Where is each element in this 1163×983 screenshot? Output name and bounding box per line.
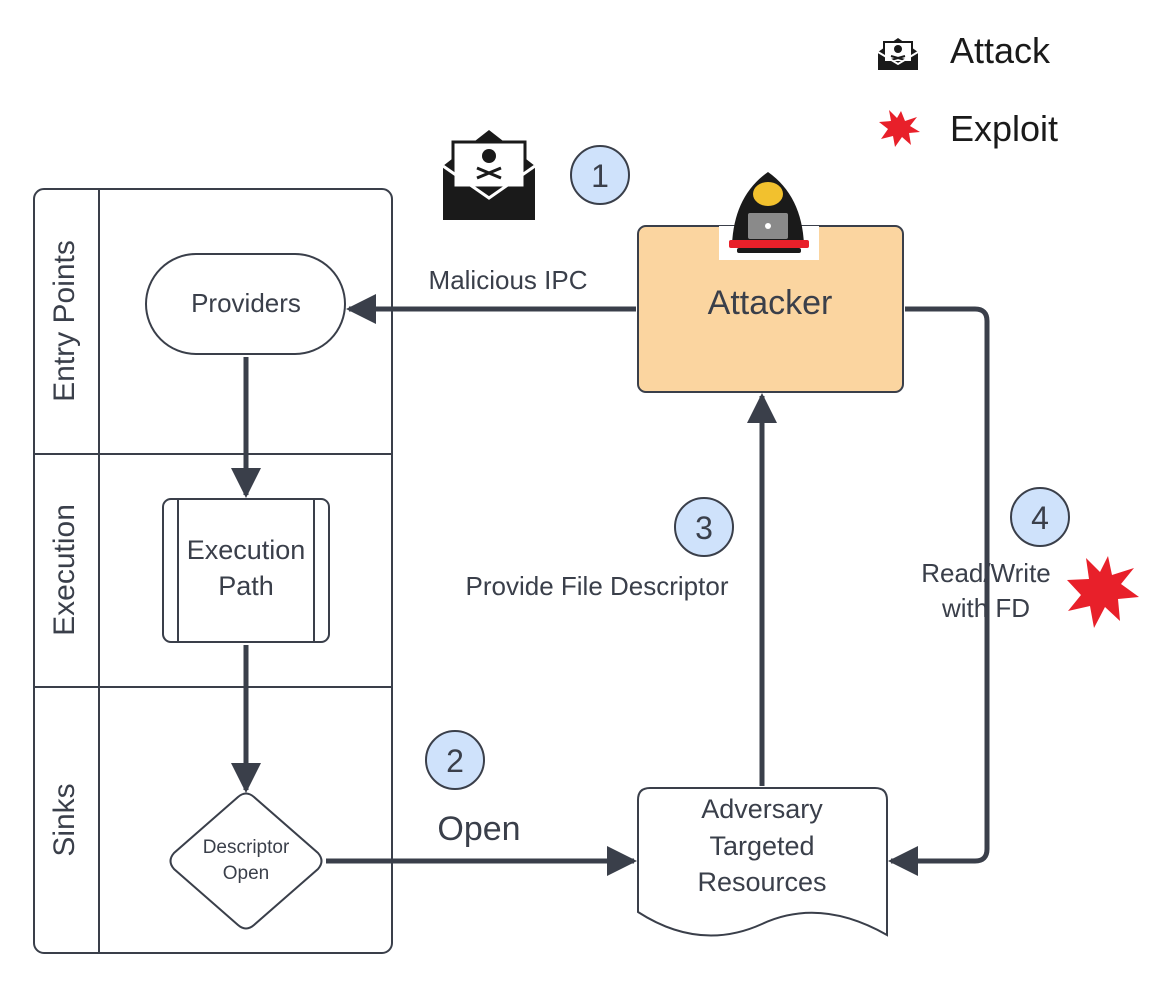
attack-legend-icon — [877, 38, 919, 70]
attack-legend-label: Attack — [950, 30, 1051, 71]
malicious-envelope-icon — [442, 130, 536, 220]
malicious-ipc-label: Malicious IPC — [429, 265, 588, 295]
svg-text:3: 3 — [695, 510, 713, 546]
resources-label-line3: Resources — [697, 867, 826, 897]
svg-text:1: 1 — [591, 158, 609, 194]
exploit-legend-label: Exploit — [950, 108, 1058, 149]
descriptor-open-label-line2: Open — [223, 863, 269, 884]
step-badge-2: 2 — [425, 730, 485, 790]
edge-read-write — [888, 306, 990, 876]
step-badge-3: 3 — [674, 497, 734, 557]
read-write-label-line2: with FD — [941, 593, 1030, 623]
step-badge-1: 1 — [570, 145, 630, 205]
lane-label-entry-points: Entry Points — [48, 240, 81, 402]
provide-fd-label: Provide File Descriptor — [466, 571, 729, 601]
exploit-starburst-icon — [1067, 556, 1139, 628]
legend: Attack Exploit — [877, 30, 1058, 149]
resources-label-line2: Targeted — [709, 831, 814, 861]
lane-label-sinks: Sinks — [48, 783, 81, 856]
svg-text:4: 4 — [1031, 500, 1049, 536]
exploit-legend-icon — [879, 110, 920, 147]
hacker-icon — [729, 172, 809, 253]
execution-path-node: Execution Path — [162, 498, 330, 643]
execution-path-label-line1: Execution — [187, 535, 306, 565]
svg-text:2: 2 — [446, 743, 464, 779]
open-label: Open — [437, 810, 520, 848]
read-write-label-line1: Read/Write — [921, 558, 1051, 588]
execution-path-label-line2: Path — [218, 571, 274, 601]
attacker-label: Attacker — [708, 284, 833, 322]
step-badge-4: 4 — [1010, 487, 1070, 547]
connectors — [231, 294, 990, 876]
resources-label-line1: Adversary — [701, 794, 823, 824]
descriptor-open-node: Descriptor Open — [169, 792, 323, 930]
providers-label: Providers — [191, 288, 301, 318]
descriptor-open-label-line1: Descriptor — [203, 837, 290, 858]
providers-node: Providers — [145, 253, 346, 355]
resources-node: Adversary Targeted Resources — [637, 787, 888, 937]
lane-label-execution: Execution — [48, 504, 81, 636]
